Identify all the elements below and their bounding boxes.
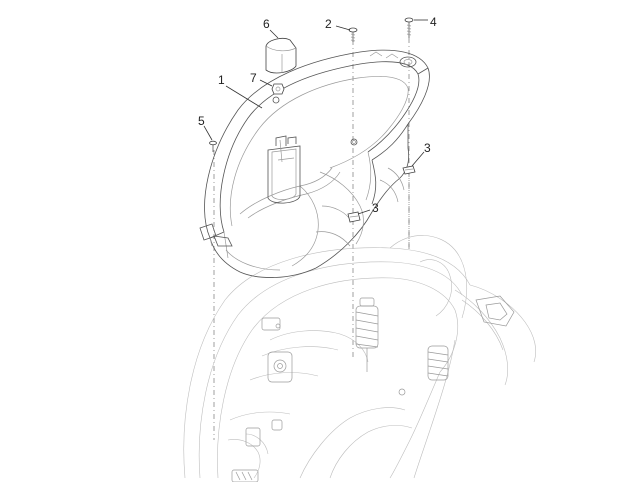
callout-2: 2 [325, 17, 332, 31]
callout-3-right: 3 [424, 141, 431, 155]
leader-1 [225, 85, 263, 109]
callout-3-center: 3 [372, 201, 379, 215]
screw-part-2 [348, 27, 358, 42]
leader-7 [259, 79, 273, 87]
cover-cap-part-6 [265, 38, 297, 74]
rear-shock-spring [355, 297, 379, 372]
callout-1: 1 [218, 73, 225, 87]
nut-part-7 [271, 83, 285, 95]
storage-insert [267, 135, 301, 204]
clip-part-3-right [402, 165, 416, 175]
leader-3a [411, 151, 425, 167]
callout-5: 5 [198, 114, 205, 128]
frame-connectors [231, 323, 406, 482]
assembly-guide-lines [213, 38, 410, 440]
screw-part-5 [209, 140, 217, 152]
leader-5 [203, 125, 213, 141]
callout-4: 4 [430, 15, 437, 29]
callout-7: 7 [250, 71, 257, 85]
leader-2 [335, 25, 351, 31]
screw-part-4 [404, 17, 414, 38]
leader-3b [357, 209, 371, 215]
rear-bracket [475, 295, 515, 327]
leader-6 [269, 29, 279, 39]
hinge-bracket [261, 317, 293, 383]
callout-6: 6 [263, 17, 270, 31]
callout-labels: 1 2 3 3 4 5 6 7 [198, 15, 437, 215]
leader-lines [203, 19, 428, 215]
secondary-spring [427, 345, 449, 381]
helmet-compartment [199, 49, 430, 278]
clip-part-3-center [347, 211, 361, 223]
scooter-frame-ghost [183, 235, 536, 479]
